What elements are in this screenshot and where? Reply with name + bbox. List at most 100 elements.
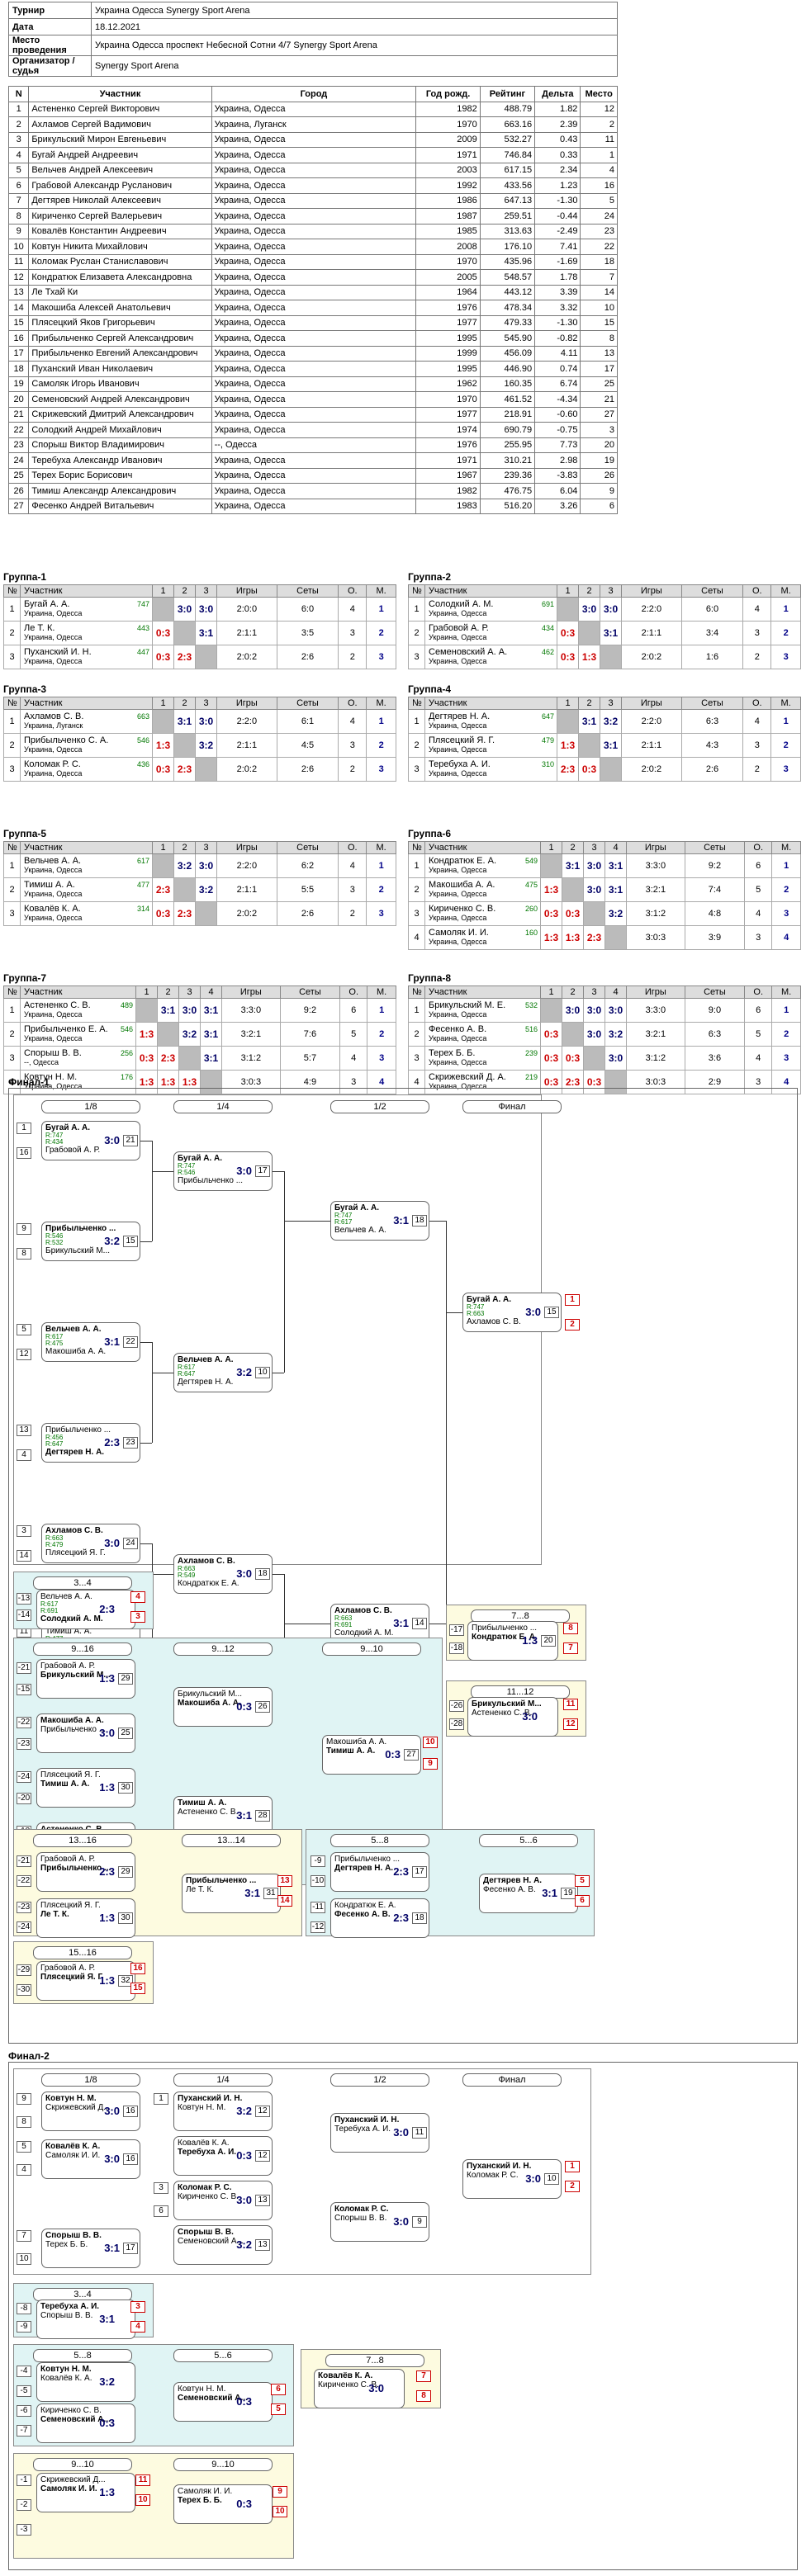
- group-sets: 2:6: [276, 757, 339, 782]
- seed-box: 4: [130, 2321, 145, 2333]
- group-col-header: О.: [742, 584, 772, 598]
- ranking-cell: 25: [7, 467, 30, 484]
- bracket-line: [446, 1221, 447, 1624]
- ranking-cell: 1971: [415, 452, 481, 469]
- ranking-cell: Украина, Одесса: [211, 406, 417, 423]
- ranking-cell: Пуханский Иван Николаевич: [28, 361, 212, 377]
- ranking-cell: 25: [580, 376, 618, 392]
- match-number: 15: [123, 1236, 138, 1247]
- ranking-cell: 532.27: [479, 131, 536, 148]
- match-player-a: Прибыльченко ...: [472, 1624, 538, 1633]
- group-sets: 6:0: [680, 597, 744, 622]
- seed-box: 3: [130, 1611, 145, 1623]
- group-sets: 2:9: [684, 1070, 746, 1094]
- final2-title: Финал-2: [8, 2050, 50, 2062]
- match-score: 0:3: [236, 2498, 252, 2510]
- match-player-a: Ахламов С. В.: [334, 1606, 392, 1615]
- player-city: Украина, Одесса: [24, 657, 83, 665]
- group-sets: 4:8: [684, 901, 746, 926]
- group-col-header: Сеты: [276, 584, 339, 598]
- match-score: 0:3: [236, 2395, 252, 2408]
- match-player-b: Семеновский А...: [40, 2415, 111, 2424]
- ranking-cell: Украина, Одесса: [211, 253, 417, 270]
- group-place: 1: [367, 998, 396, 1023]
- player-name: Макошиба А. А.: [429, 880, 495, 890]
- seed-box: 4: [17, 1449, 31, 1461]
- ranking-cell: 21: [580, 391, 618, 408]
- ranking-cell: 3.39: [534, 284, 581, 300]
- player-rating: 663: [136, 712, 149, 721]
- ranking-cell: -0.44: [534, 208, 581, 225]
- match-player-b: Кириченко С. В.: [178, 2192, 239, 2201]
- match-player-b: Брикульский М...: [45, 1246, 111, 1255]
- group-self-cell: [152, 709, 174, 734]
- group-games: 3:3:0: [626, 853, 685, 878]
- player-city: Украина, Одесса: [24, 1082, 83, 1090]
- round-header: 9...16: [33, 1642, 132, 1656]
- group-result-cell: 0:3: [562, 1046, 584, 1071]
- group-col-header: Сеты: [684, 841, 746, 854]
- ranking-cell: 10: [580, 300, 618, 316]
- seed-box: -24: [17, 1771, 31, 1783]
- ranking-cell: Кондратюк Елизавета Александровна: [28, 269, 212, 286]
- group-self-cell: [557, 709, 579, 734]
- ranking-cell: 0.33: [534, 147, 581, 163]
- match-score: 3:1: [99, 2313, 115, 2325]
- ranking-cell: -1.30: [534, 314, 581, 331]
- ranking-cell: 239.36: [479, 467, 536, 484]
- seed-box: -17: [449, 1624, 464, 1636]
- ranking-cell: Украина, Одесса: [211, 376, 417, 392]
- info-value: Украина Одесса Synergy Sport Arena: [91, 2, 618, 19]
- match-player-b: Коломак Р. С.: [467, 2171, 519, 2180]
- group-points: 3: [744, 1070, 773, 1094]
- match-number: 14: [412, 1618, 427, 1629]
- ranking-cell: 9: [7, 223, 30, 239]
- group-self-cell: [557, 597, 579, 622]
- ranking-cell: 2: [580, 116, 618, 133]
- group-place: 2: [771, 877, 801, 902]
- ranking-cell: 3.26: [534, 498, 581, 514]
- ranking-cell: 1976: [415, 300, 481, 316]
- group-row-number: 1: [408, 597, 425, 622]
- group-games: 2:0:2: [621, 645, 682, 669]
- match-score: 3:1: [542, 1887, 557, 1899]
- group-games: 3:3:0: [221, 998, 281, 1023]
- player-rating: 260: [524, 905, 538, 913]
- seed-box: 4: [130, 1591, 145, 1603]
- group-place: 1: [770, 709, 801, 734]
- match-number: 27: [404, 1749, 419, 1761]
- ranking-cell: 16: [7, 330, 30, 347]
- ranking-cell: 16: [580, 177, 618, 194]
- match-player-a: Скрижевский Д...: [40, 2475, 106, 2484]
- player-name: Терех Б. Б.: [429, 1048, 476, 1058]
- seed-box: 14: [17, 1550, 31, 1562]
- seed-box: -22: [17, 1717, 31, 1728]
- seed-box: -7: [17, 2425, 31, 2437]
- ranking-cell: 4.11: [534, 345, 581, 362]
- group-result-cell: 3:1: [562, 853, 584, 878]
- match-rating-b: R:663: [467, 1310, 485, 1317]
- group-result-cell: 0:3: [578, 757, 600, 782]
- match-score: 3:0: [99, 1727, 115, 1739]
- match-score: 3:0: [525, 2172, 541, 2185]
- match-score: 2:3: [104, 1436, 120, 1449]
- ranking-cell: Украина, Одесса: [211, 330, 417, 347]
- match-number: 20: [541, 1635, 556, 1647]
